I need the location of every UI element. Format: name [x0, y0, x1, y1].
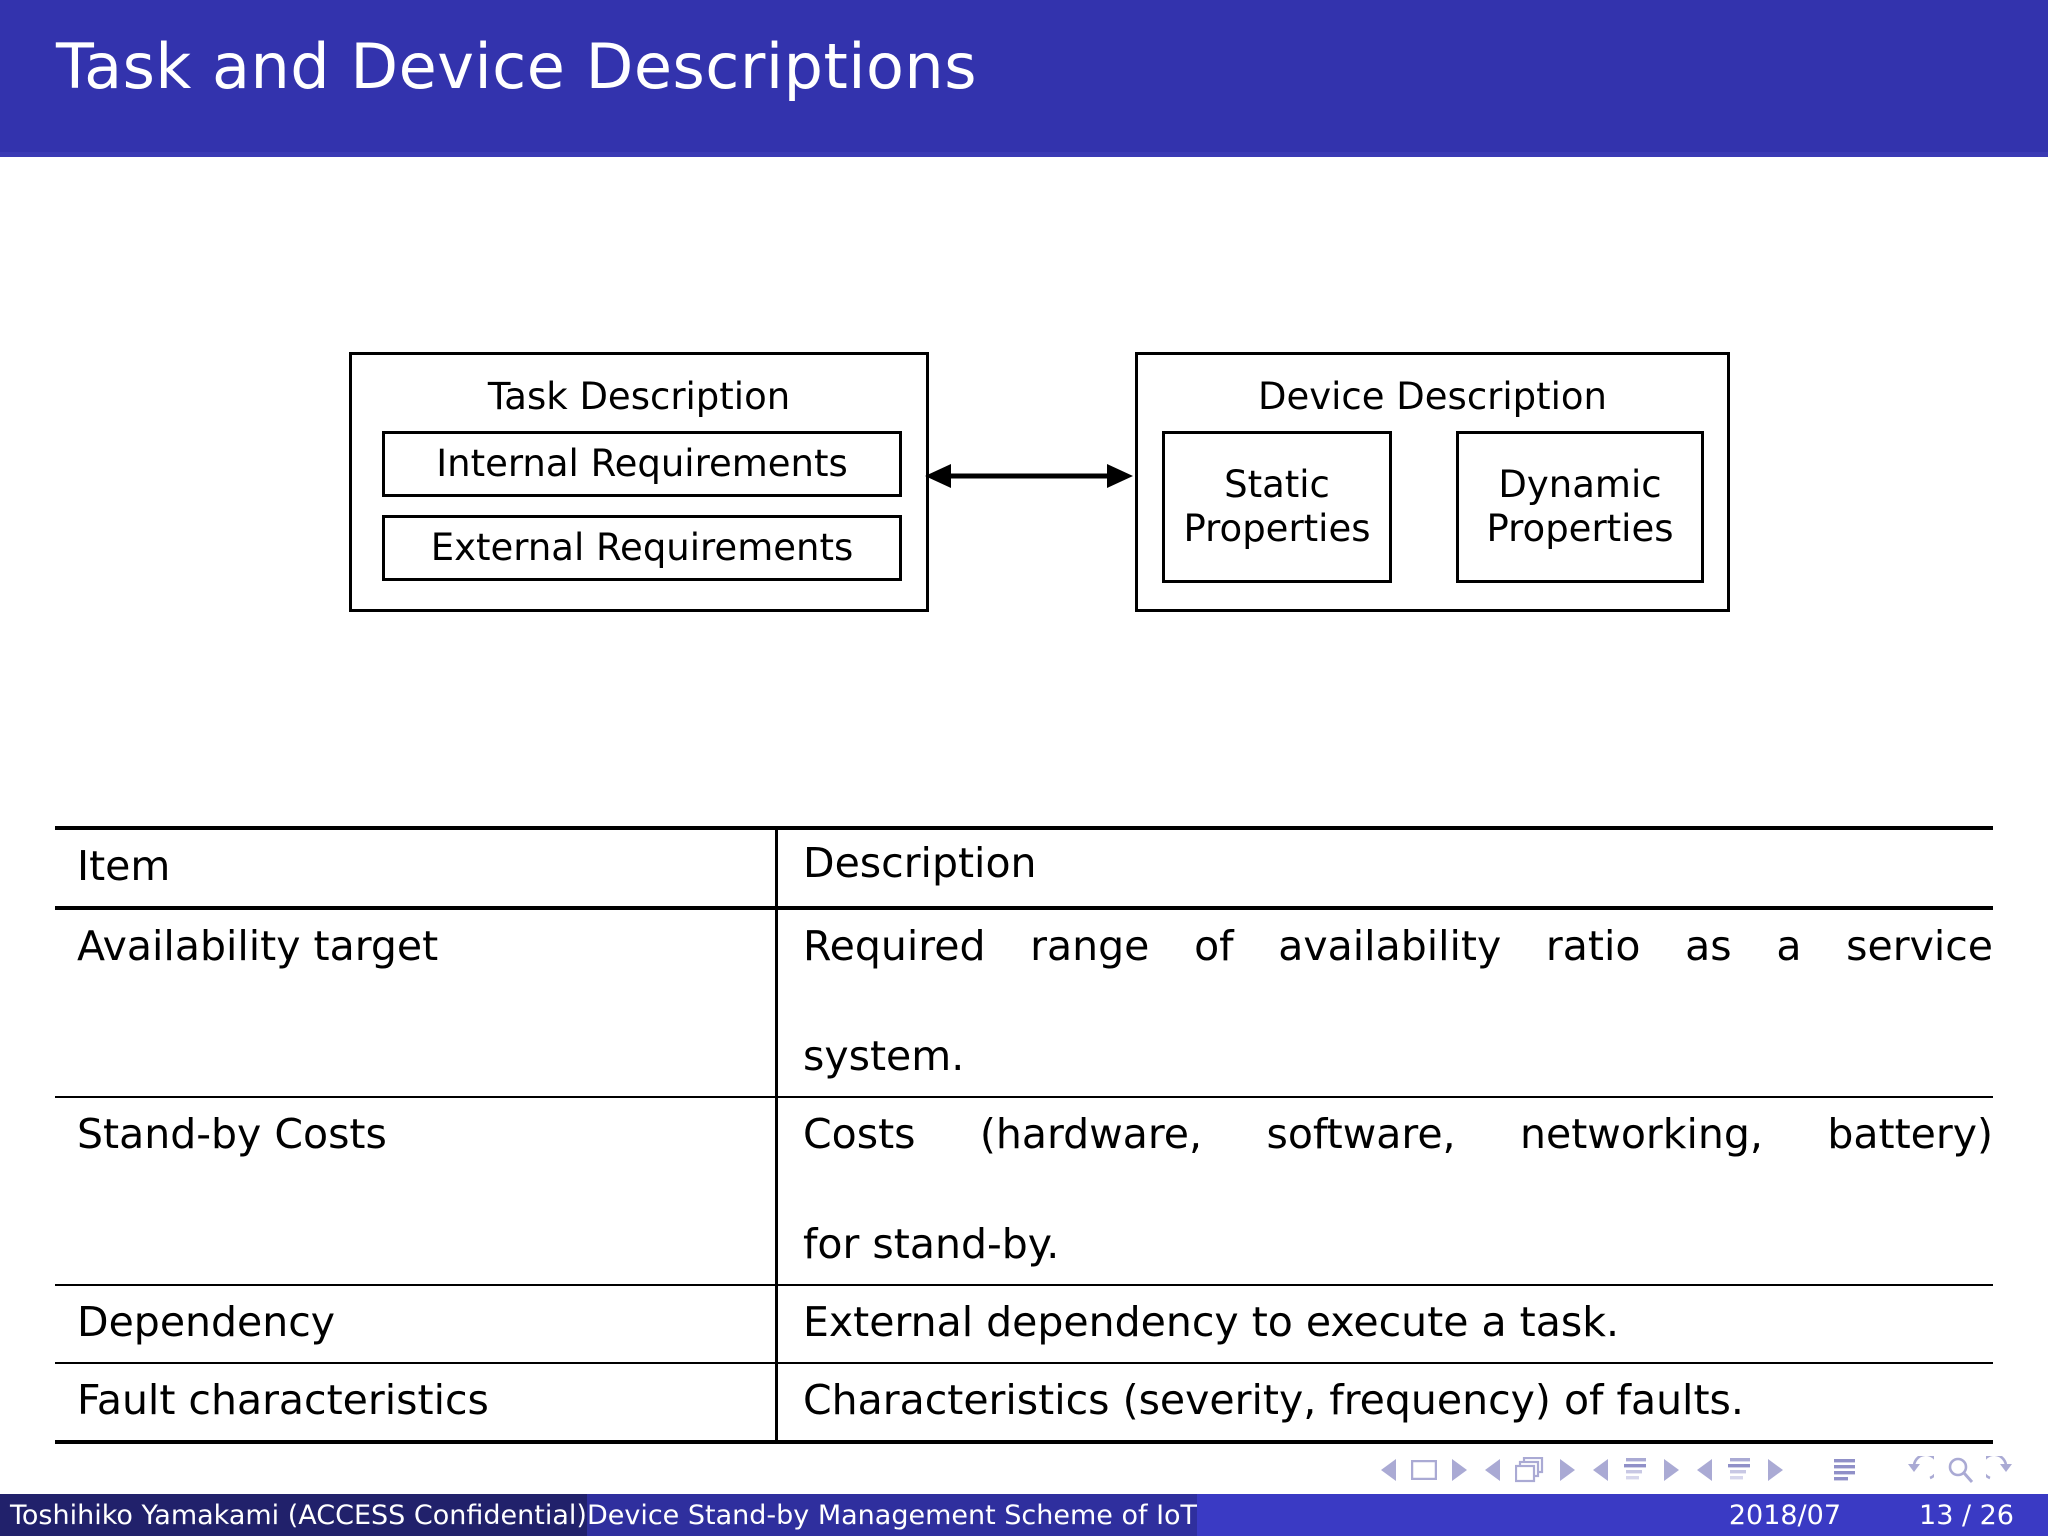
next-section-icon[interactable]	[1768, 1459, 1783, 1481]
table-header-row: Item Description	[55, 830, 1993, 906]
table-cell-item: Dependency	[77, 1298, 336, 1346]
table-cell-item: Fault characteristics	[77, 1376, 489, 1424]
internal-requirements-box: Internal Requirements	[382, 431, 902, 497]
dynamic-properties-box: Dynamic Properties	[1456, 431, 1704, 583]
table-row-rule	[55, 1362, 1993, 1364]
footer-page-number: 13 / 26	[1919, 1499, 2014, 1531]
table-row: Dependency External dependency to execut…	[55, 1286, 1993, 1362]
table-cell-description-line2: system.	[803, 1032, 965, 1080]
subsection-icon[interactable]	[1623, 1457, 1649, 1483]
device-description-box: Device Description Static Properties Dyn…	[1135, 352, 1730, 612]
title-bar-underline	[0, 152, 2048, 157]
table-column-divider	[775, 1364, 778, 1440]
table-column-divider	[775, 830, 778, 906]
double-headed-arrow-icon	[925, 464, 1133, 488]
section-icon[interactable]	[1727, 1457, 1753, 1483]
static-properties-box: Static Properties	[1162, 431, 1392, 583]
external-requirements-box: External Requirements	[382, 515, 902, 581]
external-requirements-label: External Requirements	[430, 526, 854, 569]
table-cell-description-line1: Required range of availability ratio as …	[803, 922, 1993, 970]
device-description-title: Device Description	[1257, 375, 1608, 418]
task-device-connector-arrow	[925, 462, 1133, 490]
slide-icon[interactable]	[1411, 1460, 1437, 1480]
doc-icon[interactable]	[1832, 1457, 1858, 1483]
table-column-divider	[775, 1098, 778, 1284]
prev-section-icon[interactable]	[1697, 1459, 1712, 1481]
table-row-rule	[55, 1096, 1993, 1098]
forward-icon[interactable]	[1986, 1456, 2016, 1484]
task-description-title: Task Description	[487, 375, 791, 418]
back-icon[interactable]	[1904, 1456, 1934, 1484]
table-top-rule	[55, 826, 1993, 830]
table-row-rule	[55, 1284, 1993, 1286]
subsection-navigation-group[interactable]	[1584, 1457, 1688, 1483]
table-row: Availability target Required range of av…	[55, 910, 1993, 1096]
page-title: Task and Device Descriptions	[56, 30, 978, 103]
footer-meta: 2018/07 13 / 26	[1197, 1494, 2048, 1536]
next-frame-icon[interactable]	[1560, 1459, 1575, 1481]
dynamic-properties-label-line1: Dynamic	[1498, 463, 1662, 506]
prev-frame-icon[interactable]	[1485, 1459, 1500, 1481]
table-cell-item: Availability target	[77, 922, 439, 970]
dynamic-properties-label-line2: Properties	[1486, 507, 1674, 550]
prev-subsection-icon[interactable]	[1593, 1459, 1608, 1481]
beamer-navigation-bar[interactable]	[1372, 1448, 2022, 1492]
task-description-box: Task Description Internal Requirements E…	[349, 352, 929, 612]
table-row: Fault characteristics Characteristics (s…	[55, 1364, 1993, 1440]
section-navigation-group[interactable]	[1688, 1457, 1792, 1483]
table-cell-description-line1: External dependency to execute a task.	[803, 1298, 1619, 1346]
table-cell-description-line2: for stand-by.	[803, 1220, 1060, 1268]
table-cell-description: External dependency to execute a task.	[775, 1286, 1993, 1362]
table-column-divider	[775, 910, 778, 1096]
slide-title-bar	[0, 0, 2048, 152]
footer-title: Device Stand-by Management Scheme of IoT	[586, 1494, 1198, 1536]
table-header-item: Item	[77, 842, 171, 890]
table-cell-description-line1: Costs (hardware, software, networking, b…	[803, 1110, 1993, 1158]
frame-navigation-group[interactable]	[1476, 1457, 1584, 1483]
slide-footer: Toshihiko Yamakami (ACCESS Confidential)…	[0, 1494, 2048, 1536]
item-description-table: Item Description Availability target Req…	[55, 826, 1993, 1444]
table-header-description: Description	[803, 839, 1037, 887]
table-cell-description: Characteristics (severity, frequency) of…	[775, 1364, 1993, 1440]
next-subsection-icon[interactable]	[1664, 1459, 1679, 1481]
table-row: Stand-by Costs Costs (hardware, software…	[55, 1098, 1993, 1284]
table-cell-item: Stand-by Costs	[77, 1110, 387, 1158]
next-slide-icon[interactable]	[1452, 1459, 1467, 1481]
table-bottom-rule	[55, 1440, 1993, 1444]
table-cell-description-line1: Characteristics (severity, frequency) of…	[803, 1376, 1744, 1424]
search-icon[interactable]	[1946, 1456, 1974, 1484]
table-cell-description: Costs (hardware, software, networking, b…	[775, 1098, 1993, 1284]
static-properties-label-line1: Static	[1224, 463, 1330, 506]
table-cell-description: Required range of availability ratio as …	[775, 910, 1993, 1096]
table-header-rule	[55, 906, 1993, 910]
slide-navigation-group[interactable]	[1372, 1459, 1476, 1481]
frames-icon[interactable]	[1515, 1457, 1545, 1483]
footer-date: 2018/07	[1728, 1499, 1842, 1531]
static-properties-label-line2: Properties	[1183, 507, 1371, 550]
internal-requirements-label: Internal Requirements	[436, 442, 848, 485]
footer-author: Toshihiko Yamakami (ACCESS Confidential)	[0, 1494, 587, 1536]
table-column-divider	[775, 1286, 778, 1362]
prev-slide-icon[interactable]	[1381, 1459, 1396, 1481]
